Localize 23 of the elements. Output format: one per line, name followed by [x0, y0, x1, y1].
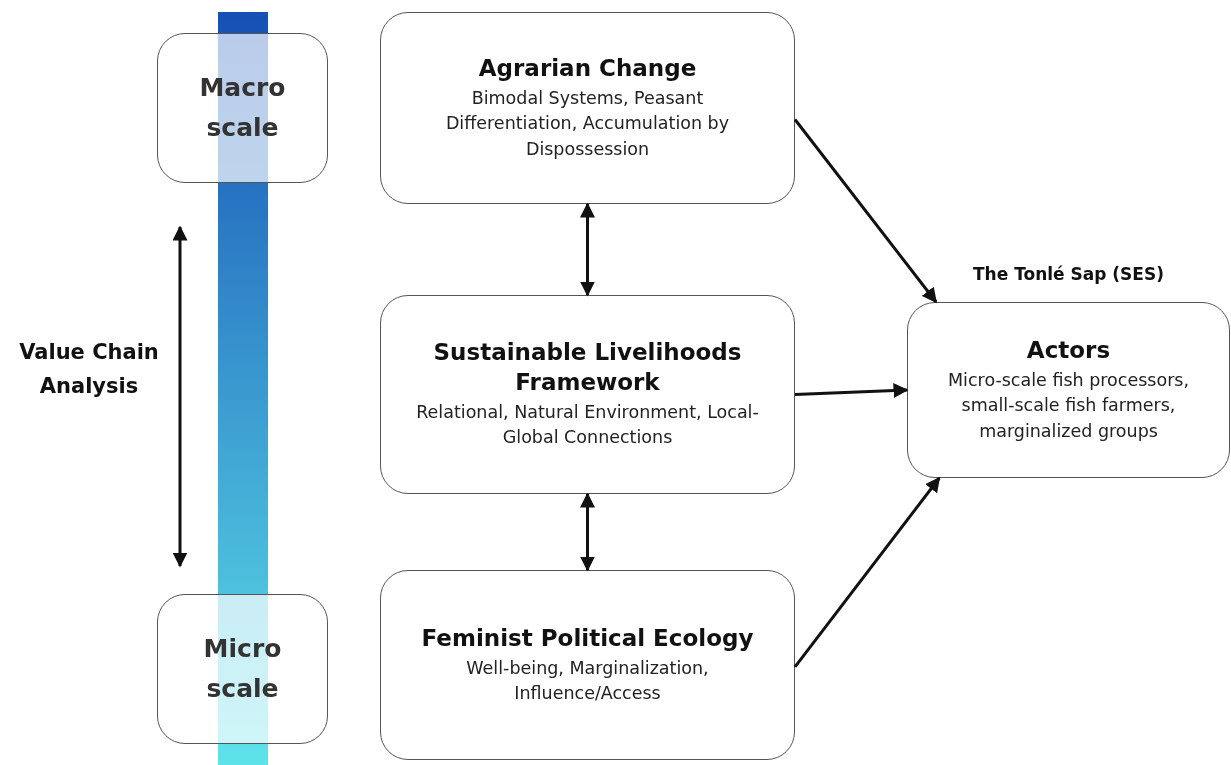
concept-box	[380, 12, 795, 204]
scale-box	[157, 33, 328, 183]
box-description: Relational, Natural Environment, Local-Global Connections	[415, 401, 760, 450]
axis-label: Value Chain Analysis	[18, 339, 160, 400]
scale-box	[157, 594, 328, 744]
box-heading: Macro scale	[198, 72, 287, 144]
arrow	[794, 383, 909, 399]
node-caption: The Tonlé Sap (SES)	[973, 264, 1164, 284]
box-heading: Sustainable Livelihoods Framework	[432, 338, 743, 398]
box-description: Well-being, Marginalization, Influence/Access	[465, 656, 710, 705]
concept-box	[907, 302, 1230, 478]
box-heading: Micro scale	[202, 633, 283, 705]
concept-box	[380, 570, 795, 760]
box-heading: Agrarian Change	[478, 54, 697, 83]
double-arrow	[580, 492, 595, 572]
box-description: Bimodal Systems, Peasant Differentiation, Accumulation by Dispossession	[444, 86, 731, 161]
box-heading: Feminist Political Ecology	[421, 623, 754, 653]
box-heading: Actors	[1026, 336, 1111, 365]
arrow	[793, 476, 941, 668]
box-description: Micro-scale fish processors, small-scale fish farmers, marginalized groups	[947, 368, 1190, 443]
double-arrow	[580, 202, 595, 297]
arrow	[793, 118, 938, 304]
concept-box	[380, 295, 795, 494]
